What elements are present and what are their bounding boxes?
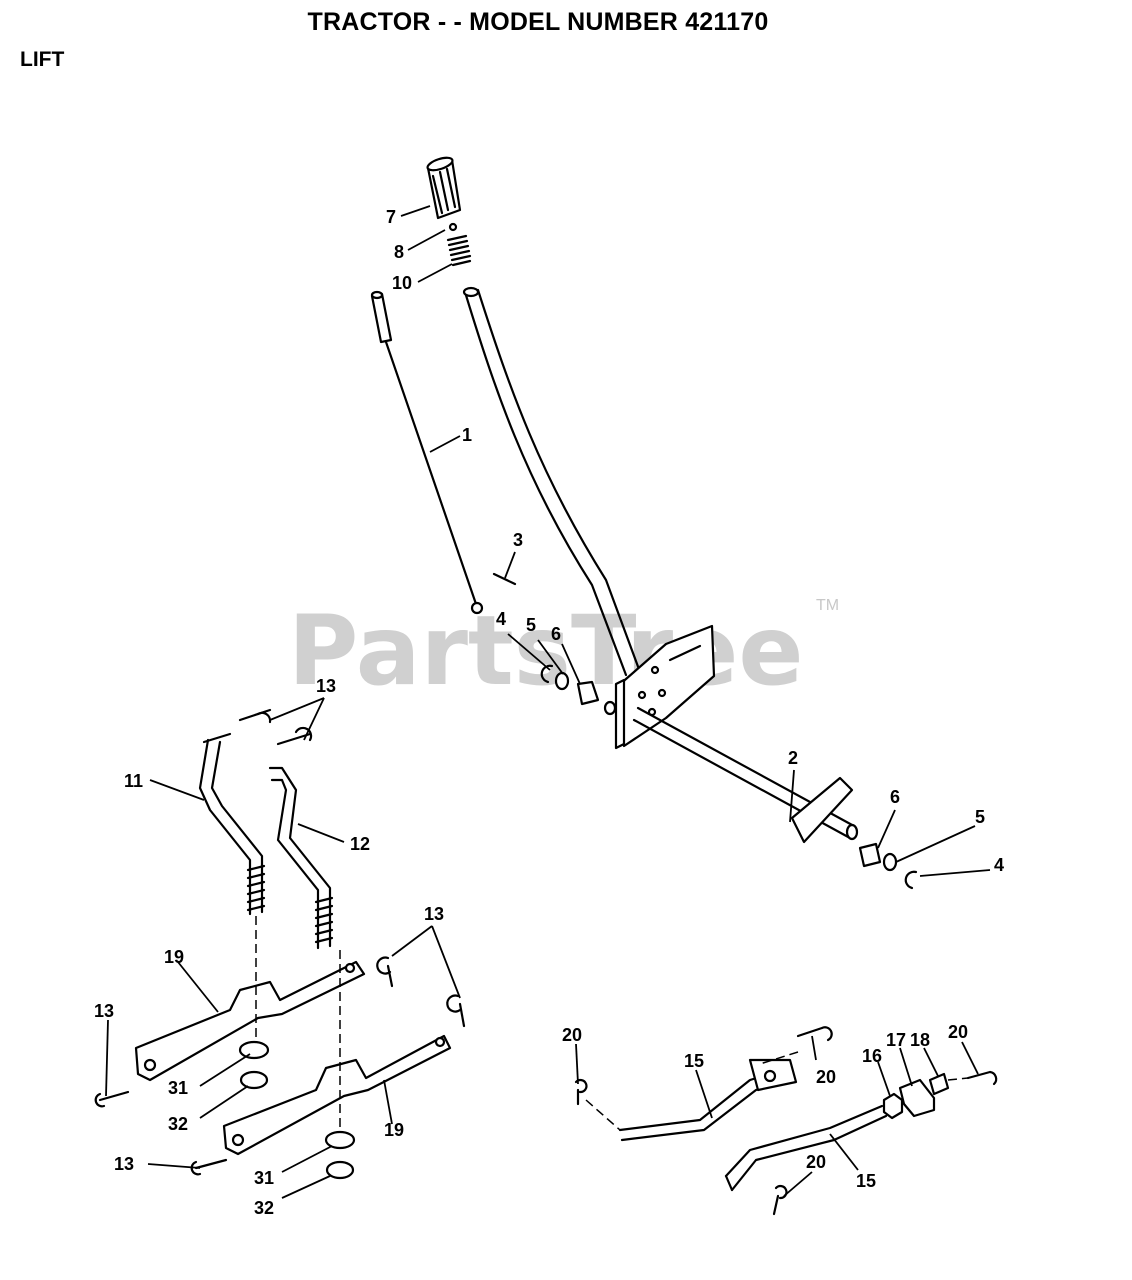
part-16-nut[interactable] bbox=[882, 1092, 904, 1120]
callout-16: 16 bbox=[862, 1046, 882, 1066]
callout-20-center: 20 bbox=[816, 1067, 836, 1087]
part-13-clip-pin-right-b[interactable] bbox=[446, 994, 466, 1028]
part-11-lift-link[interactable] bbox=[198, 732, 266, 916]
lift-handle-tube[interactable] bbox=[462, 286, 642, 677]
callout-6-right: 6 bbox=[890, 787, 900, 807]
callout-32-upper: 32 bbox=[168, 1114, 188, 1134]
part-13-clip-pin-right-a[interactable] bbox=[376, 956, 394, 988]
callout-31-upper: 31 bbox=[168, 1078, 188, 1098]
part-19-lift-arm-upper[interactable] bbox=[134, 960, 366, 1082]
callout-31-lower: 31 bbox=[254, 1168, 274, 1188]
part-15-lift-rod-lower[interactable] bbox=[724, 1104, 888, 1192]
part-18-bolt[interactable] bbox=[928, 1072, 950, 1096]
callout-15-lower: 15 bbox=[856, 1171, 876, 1191]
trademark: TM bbox=[816, 597, 839, 614]
callout-5-right: 5 bbox=[975, 807, 985, 827]
callout-20-right: 20 bbox=[948, 1022, 968, 1042]
part-20-hair-pin-center[interactable] bbox=[796, 1026, 833, 1042]
callout-20-left: 20 bbox=[562, 1025, 582, 1045]
part-1-rod[interactable] bbox=[370, 290, 484, 615]
part-6-bushing-right[interactable] bbox=[858, 842, 882, 868]
leader-lines bbox=[105, 205, 991, 1199]
callout-19-lower: 19 bbox=[384, 1120, 404, 1140]
callout-12: 12 bbox=[350, 834, 370, 854]
callout-13-right: 13 bbox=[424, 904, 444, 924]
part-31-bushing-lower[interactable] bbox=[324, 1130, 356, 1150]
callout-8: 8 bbox=[394, 242, 404, 262]
part-5-washer-right[interactable] bbox=[882, 852, 898, 872]
part-4-e-clip-left[interactable] bbox=[540, 664, 554, 684]
callout-4-right: 4 bbox=[994, 855, 1004, 875]
section-label: LIFT bbox=[20, 48, 65, 71]
part-2-lift-shaft[interactable] bbox=[603, 624, 859, 844]
callout-5-left: 5 bbox=[526, 615, 536, 635]
callout-13-left: 13 bbox=[94, 1001, 114, 1021]
callout-20-bottom: 20 bbox=[806, 1152, 826, 1172]
callout-4-left: 4 bbox=[496, 609, 506, 629]
part-17-trunnion[interactable] bbox=[898, 1078, 936, 1118]
part-20-hair-pin-right[interactable] bbox=[966, 1070, 998, 1086]
part-32-nut-lower[interactable] bbox=[325, 1160, 355, 1180]
part-12-lift-link[interactable] bbox=[268, 766, 334, 950]
part-8-ball[interactable] bbox=[448, 222, 458, 232]
part-15-lift-rod-upper[interactable] bbox=[618, 1058, 798, 1142]
part-13-clip-pin-left-a[interactable] bbox=[94, 1090, 130, 1108]
part-13-clip-pin-upper-b[interactable] bbox=[276, 726, 313, 746]
part-32-nut-upper[interactable] bbox=[239, 1070, 269, 1090]
part-20-hair-pin-bottom[interactable] bbox=[772, 1184, 788, 1216]
part-19-lift-arm-lower[interactable] bbox=[222, 1034, 452, 1156]
callout-2: 2 bbox=[788, 748, 798, 768]
part-6-bushing-left[interactable] bbox=[576, 680, 600, 706]
part-10-spring[interactable] bbox=[446, 234, 472, 267]
part-7-grip[interactable] bbox=[426, 155, 462, 220]
callout-10: 10 bbox=[392, 273, 412, 293]
callout-3: 3 bbox=[513, 530, 523, 550]
callout-17: 17 bbox=[886, 1030, 906, 1050]
part-5-washer-left[interactable] bbox=[554, 671, 570, 691]
callout-19-upper: 19 bbox=[164, 947, 184, 967]
callout-11: 11 bbox=[124, 771, 143, 791]
part-13-clip-pin-left-b[interactable] bbox=[190, 1158, 228, 1176]
callout-18: 18 bbox=[910, 1030, 930, 1050]
callout-1: 1 bbox=[462, 425, 472, 445]
part-4-e-clip-right[interactable] bbox=[904, 870, 918, 890]
callout-15-upper: 15 bbox=[684, 1051, 704, 1071]
callout-32-lower: 32 bbox=[254, 1198, 274, 1218]
callout-13-bottom: 13 bbox=[114, 1154, 134, 1174]
part-3-pin[interactable] bbox=[492, 572, 517, 586]
callout-6-left: 6 bbox=[551, 624, 561, 644]
callout-7: 7 bbox=[386, 207, 396, 227]
callout-13-top: 13 bbox=[316, 676, 336, 696]
page-title: TRACTOR - - MODEL NUMBER 421170 bbox=[307, 8, 769, 36]
part-31-bushing-upper[interactable] bbox=[238, 1040, 270, 1060]
part-13-clip-pin-upper-a[interactable] bbox=[238, 708, 272, 724]
